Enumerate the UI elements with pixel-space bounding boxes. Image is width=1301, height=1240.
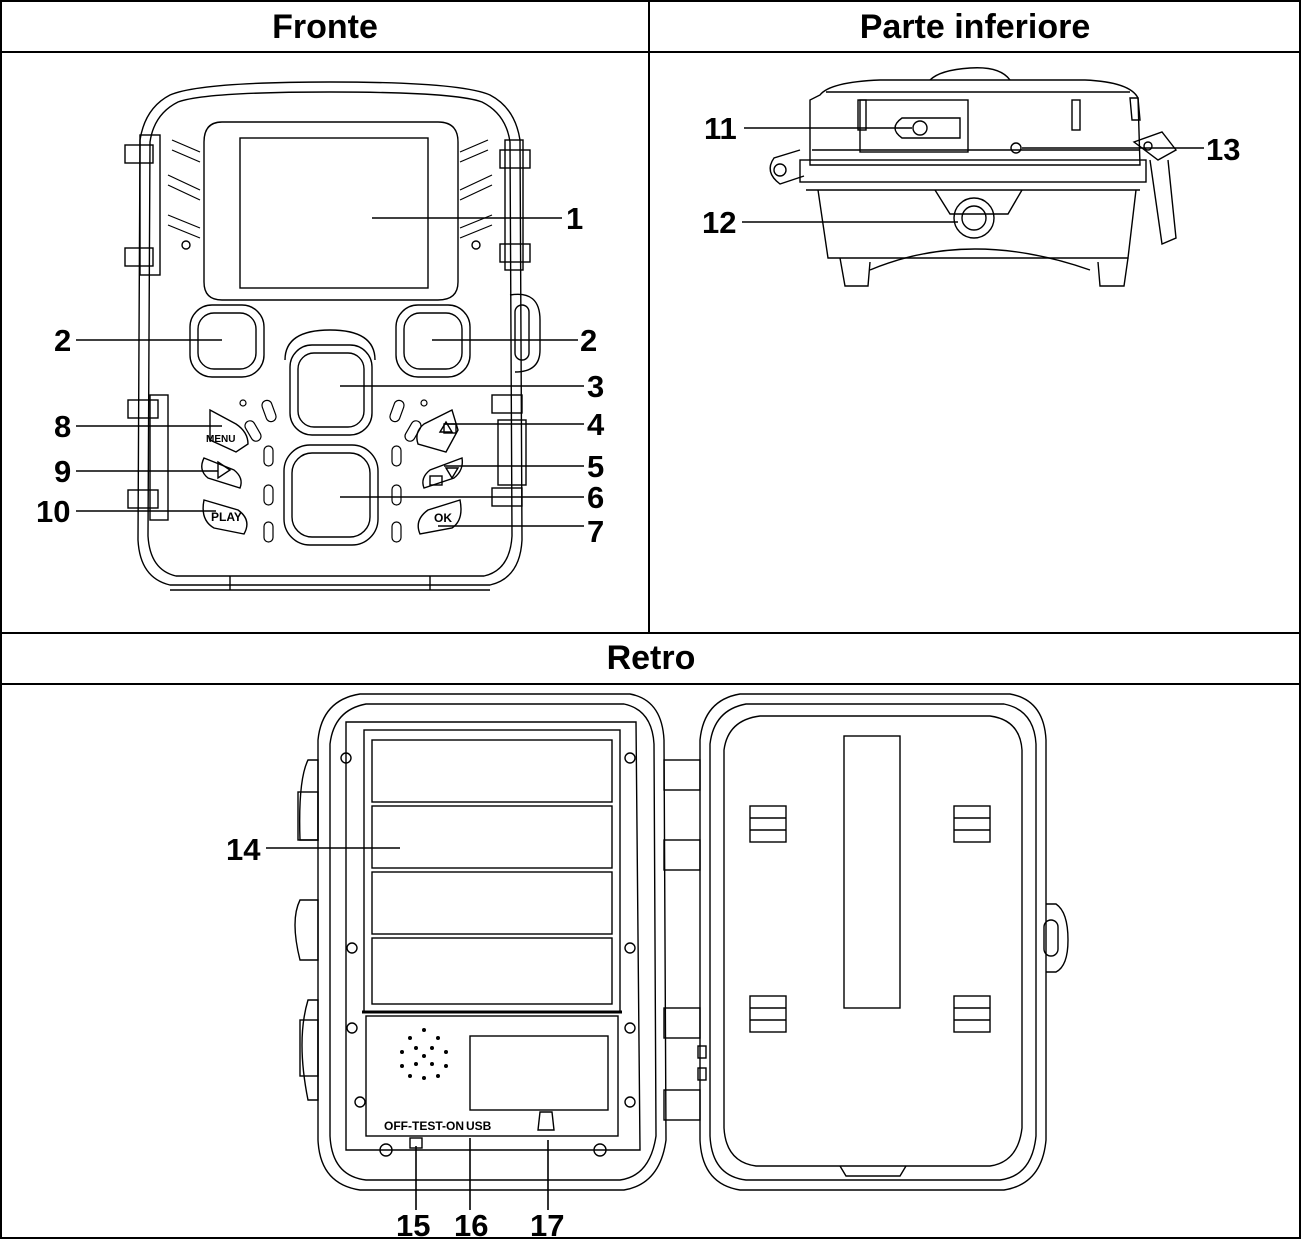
callout-4: 4 bbox=[587, 407, 605, 442]
callout-8: 8 bbox=[54, 409, 71, 444]
play-label: PLAY bbox=[211, 510, 242, 524]
callout-15: 15 bbox=[396, 1208, 430, 1240]
front-leader-lines bbox=[76, 217, 584, 527]
bottom-leader-lines bbox=[742, 127, 1204, 223]
callout-3: 3 bbox=[587, 369, 604, 404]
header-front: Fronte bbox=[272, 8, 378, 46]
callout-12: 12 bbox=[702, 205, 736, 240]
switch-label: OFF-TEST-ON bbox=[384, 1119, 464, 1133]
back-leader-lines bbox=[266, 847, 549, 1210]
callout-5: 5 bbox=[587, 449, 604, 484]
callout-14: 14 bbox=[226, 832, 261, 867]
callout-17: 17 bbox=[530, 1208, 564, 1240]
callout-7: 7 bbox=[587, 514, 604, 549]
callout-2-left: 2 bbox=[54, 323, 71, 358]
front-camera-drawing bbox=[124, 81, 541, 591]
callout-1: 1 bbox=[566, 201, 583, 236]
callout-6: 6 bbox=[587, 480, 604, 515]
callout-9: 9 bbox=[54, 454, 71, 489]
usb-label: USB bbox=[466, 1119, 492, 1133]
callout-11: 11 bbox=[704, 111, 737, 146]
callout-2-right: 2 bbox=[580, 323, 597, 358]
callout-16: 16 bbox=[454, 1208, 488, 1240]
back-right-half bbox=[699, 693, 1069, 1191]
bottom-camera-drawing bbox=[769, 67, 1178, 287]
header-bottom: Parte inferiore bbox=[859, 8, 1091, 46]
callout-13: 13 bbox=[1206, 132, 1240, 167]
header-back: Retro bbox=[606, 639, 696, 677]
ok-label: OK bbox=[434, 511, 452, 525]
callout-10: 10 bbox=[36, 494, 70, 529]
menu-label: MENU bbox=[206, 434, 235, 445]
back-left-half bbox=[294, 693, 707, 1191]
